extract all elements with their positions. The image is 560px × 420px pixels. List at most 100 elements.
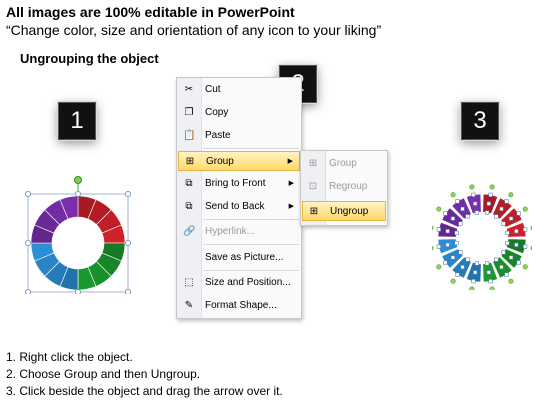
resize-handle[interactable]	[25, 240, 31, 247]
segment-handle[interactable]	[443, 260, 448, 265]
segment-handle[interactable]	[494, 214, 499, 219]
menu-item-label: Bring to Front	[205, 178, 266, 189]
segment-handle[interactable]	[465, 257, 470, 262]
segment-handle[interactable]	[460, 206, 465, 211]
rotation-handle[interactable]	[469, 286, 475, 290]
segment-handle[interactable]	[509, 216, 514, 221]
submenu-item-ungroup[interactable]: ⊞ Ungroup	[302, 201, 386, 221]
menu-item-group[interactable]: ⊞ Group ▶	[178, 151, 300, 171]
segment-handle[interactable]	[486, 270, 491, 275]
resize-handle[interactable]	[25, 289, 31, 294]
segment-handle[interactable]	[514, 242, 519, 247]
rotation-handle[interactable]	[530, 245, 532, 251]
segment-handle[interactable]	[474, 261, 480, 266]
segment-handle[interactable]	[454, 240, 459, 246]
rotation-handle[interactable]	[436, 206, 442, 212]
resize-handle[interactable]	[125, 289, 131, 294]
segment-handle[interactable]	[465, 214, 470, 219]
segment-handle[interactable]	[445, 242, 450, 247]
group-icon: ⊞	[185, 156, 195, 167]
segment-handle[interactable]	[516, 211, 521, 216]
ungrouped-ring-object[interactable]	[432, 178, 532, 290]
segment-handle[interactable]	[523, 227, 528, 232]
rotation-handle[interactable]	[489, 184, 495, 190]
menu-item-copy[interactable]: ❐ Copy	[178, 103, 300, 123]
segment-handle[interactable]	[504, 199, 509, 204]
segment-handle[interactable]	[484, 210, 490, 215]
menu-item-paste[interactable]: 📋 Paste	[178, 126, 300, 146]
resize-handle[interactable]	[75, 190, 82, 197]
segment-handle[interactable]	[443, 211, 448, 216]
rotation-handle[interactable]	[432, 225, 434, 231]
segment-handle[interactable]	[484, 261, 490, 266]
submenu-arrow-icon: ▶	[288, 180, 294, 187]
header-subtitle: “Change color, size and orientation of a…	[6, 22, 382, 38]
segment-handle[interactable]	[473, 270, 478, 275]
rotation-handle[interactable]	[432, 245, 434, 251]
step-badge-1: 1	[58, 102, 96, 140]
rotation-handle[interactable]	[530, 225, 532, 231]
segment-handle[interactable]	[455, 272, 460, 277]
segment-handle[interactable]	[458, 221, 463, 226]
segment-handle[interactable]	[488, 192, 493, 197]
menu-item-hyperlink[interactable]: 🔗 Hyperlink...	[178, 222, 300, 242]
segment-handle[interactable]	[488, 279, 493, 284]
segment-handle[interactable]	[445, 229, 450, 234]
rotation-handle[interactable]	[522, 206, 528, 212]
rotation-handle[interactable]	[450, 278, 456, 284]
segment-handle[interactable]	[436, 244, 441, 249]
menu-item-label: Group	[206, 156, 234, 167]
rotation-handle[interactable]	[436, 264, 442, 270]
segment-handle[interactable]	[494, 257, 499, 262]
segment-handle[interactable]	[436, 227, 441, 232]
menu-item-save-as-picture[interactable]: Save as Picture...	[178, 248, 300, 268]
segment-handle[interactable]	[501, 250, 506, 255]
submenu-item-group[interactable]: ⊞ Group	[302, 154, 386, 174]
segment-handle[interactable]	[473, 201, 478, 206]
grouped-ring-object[interactable]	[20, 172, 136, 294]
segment-handle[interactable]	[516, 260, 521, 265]
menu-item-send-to-back[interactable]: ⧉ Send to Back ▶	[178, 197, 300, 217]
rotation-handle[interactable]	[450, 192, 456, 198]
resize-handle[interactable]	[125, 240, 132, 247]
rotation-handle[interactable]	[469, 184, 475, 190]
submenu-item-regroup[interactable]: ⊡ Regroup	[302, 177, 386, 197]
ring-segment	[59, 195, 79, 220]
segment-handle[interactable]	[523, 244, 528, 249]
segment-handle[interactable]	[499, 265, 504, 270]
menu-item-label: Size and Position...	[205, 277, 291, 288]
menu-item-size-and-position[interactable]: ⬚ Size and Position...	[178, 273, 300, 293]
segment-handle[interactable]	[505, 230, 510, 236]
segment-handle[interactable]	[474, 210, 480, 215]
segment-handle[interactable]	[450, 255, 455, 260]
menu-item-cut[interactable]: ✂ Cut	[178, 80, 300, 100]
rotation-handle[interactable]	[489, 286, 495, 290]
segment-handle[interactable]	[471, 192, 476, 197]
segment-handle[interactable]	[509, 255, 514, 260]
ungroup-icon: ⊞	[309, 206, 319, 217]
instruction-step-2: 2. Choose Group and then Ungroup.	[6, 367, 201, 381]
segment-handle[interactable]	[501, 221, 506, 226]
rotation-handle[interactable]	[508, 192, 514, 198]
segment-handle[interactable]	[460, 265, 465, 270]
instructions-list: 1. Right click the object. 2. Choose Gro…	[6, 349, 283, 400]
segment-handle[interactable]	[514, 229, 519, 234]
segment-handle[interactable]	[450, 216, 455, 221]
menu-separator	[203, 270, 299, 271]
menu-item-format-shape[interactable]: ✎ Format Shape...	[178, 296, 300, 316]
segment-handle[interactable]	[471, 279, 476, 284]
rotation-handle[interactable]	[522, 264, 528, 270]
segment-handle[interactable]	[454, 230, 459, 236]
menu-item-bring-to-front[interactable]: ⧉ Bring to Front ▶	[178, 174, 300, 194]
segment-handle[interactable]	[486, 201, 491, 206]
rotation-handle[interactable]	[508, 278, 514, 284]
resize-handle[interactable]	[25, 190, 31, 197]
resize-handle[interactable]	[125, 190, 132, 197]
resize-handle[interactable]	[75, 289, 81, 294]
segment-handle[interactable]	[455, 199, 460, 204]
segment-handle[interactable]	[505, 240, 510, 246]
segment-handle[interactable]	[458, 250, 463, 255]
submenu-item-label: Ungroup	[330, 206, 369, 217]
segment-handle[interactable]	[504, 272, 509, 277]
segment-handle[interactable]	[499, 206, 504, 211]
